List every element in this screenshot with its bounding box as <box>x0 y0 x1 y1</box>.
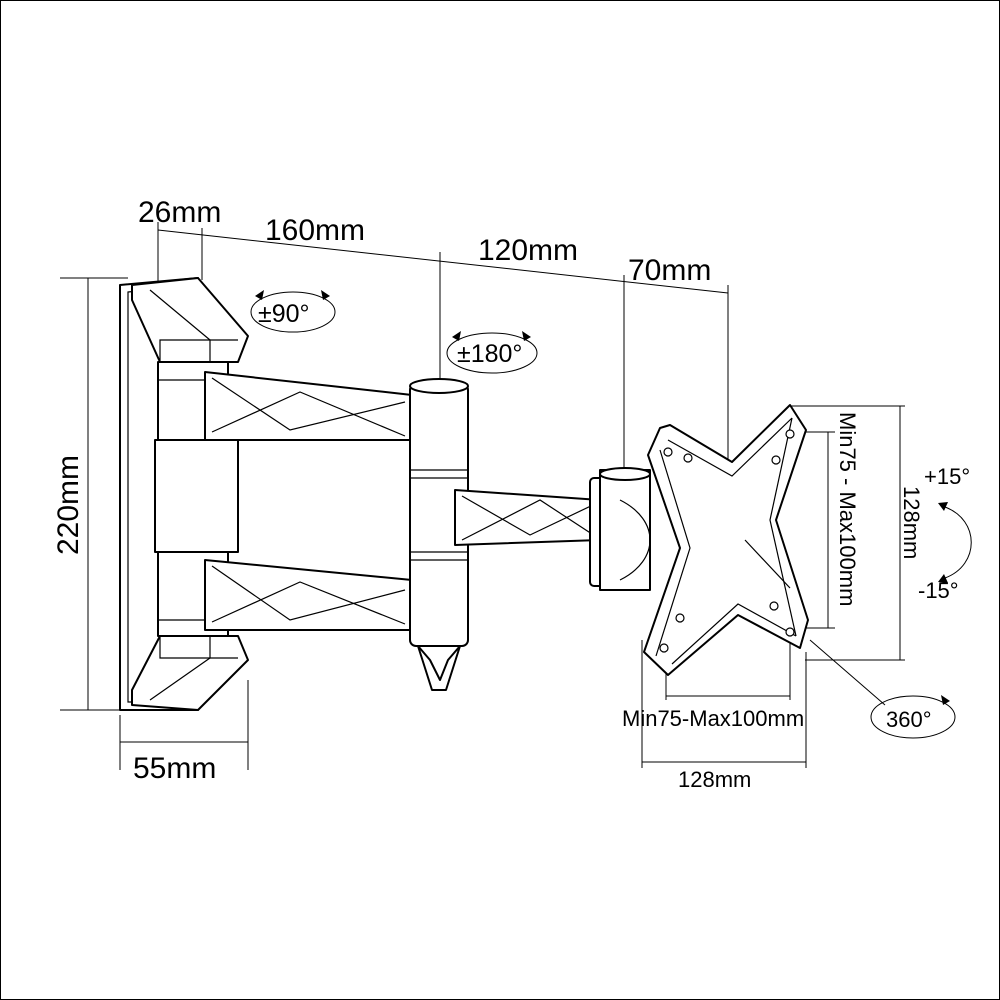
upper-arm <box>204 371 413 441</box>
vesa-vertical-label: 128mm <box>899 486 924 559</box>
width-label: 55mm <box>133 752 216 785</box>
tilt-down-label: -15° <box>918 578 959 603</box>
front-arm <box>454 489 601 546</box>
arm-swivel-label: ±180° <box>457 340 522 368</box>
dimension-lines <box>60 222 905 770</box>
vesa-horizontal-range-label: Min75-Max100mm <box>622 706 804 731</box>
height-label: 220mm <box>52 455 85 555</box>
vesa-horizontal-label: 128mm <box>678 767 751 792</box>
vesa-plate <box>643 404 809 676</box>
head-length-label: 70mm <box>628 254 711 287</box>
rotation-symbols <box>250 290 972 739</box>
tilt-head <box>589 467 651 591</box>
wall-plate <box>119 277 249 711</box>
wall-swivel-label: ±90° <box>258 300 310 328</box>
arm2-length-label: 120mm <box>478 234 578 267</box>
lower-arm <box>204 559 413 631</box>
arm1-length-label: 160mm <box>265 214 365 247</box>
vesa-vertical-range-label: Min75 - Max100mm <box>835 412 860 606</box>
tilt-up-label: +15° <box>924 464 970 489</box>
plate-depth-label: 26mm <box>138 196 221 229</box>
rotate-label: 360° <box>886 707 932 732</box>
